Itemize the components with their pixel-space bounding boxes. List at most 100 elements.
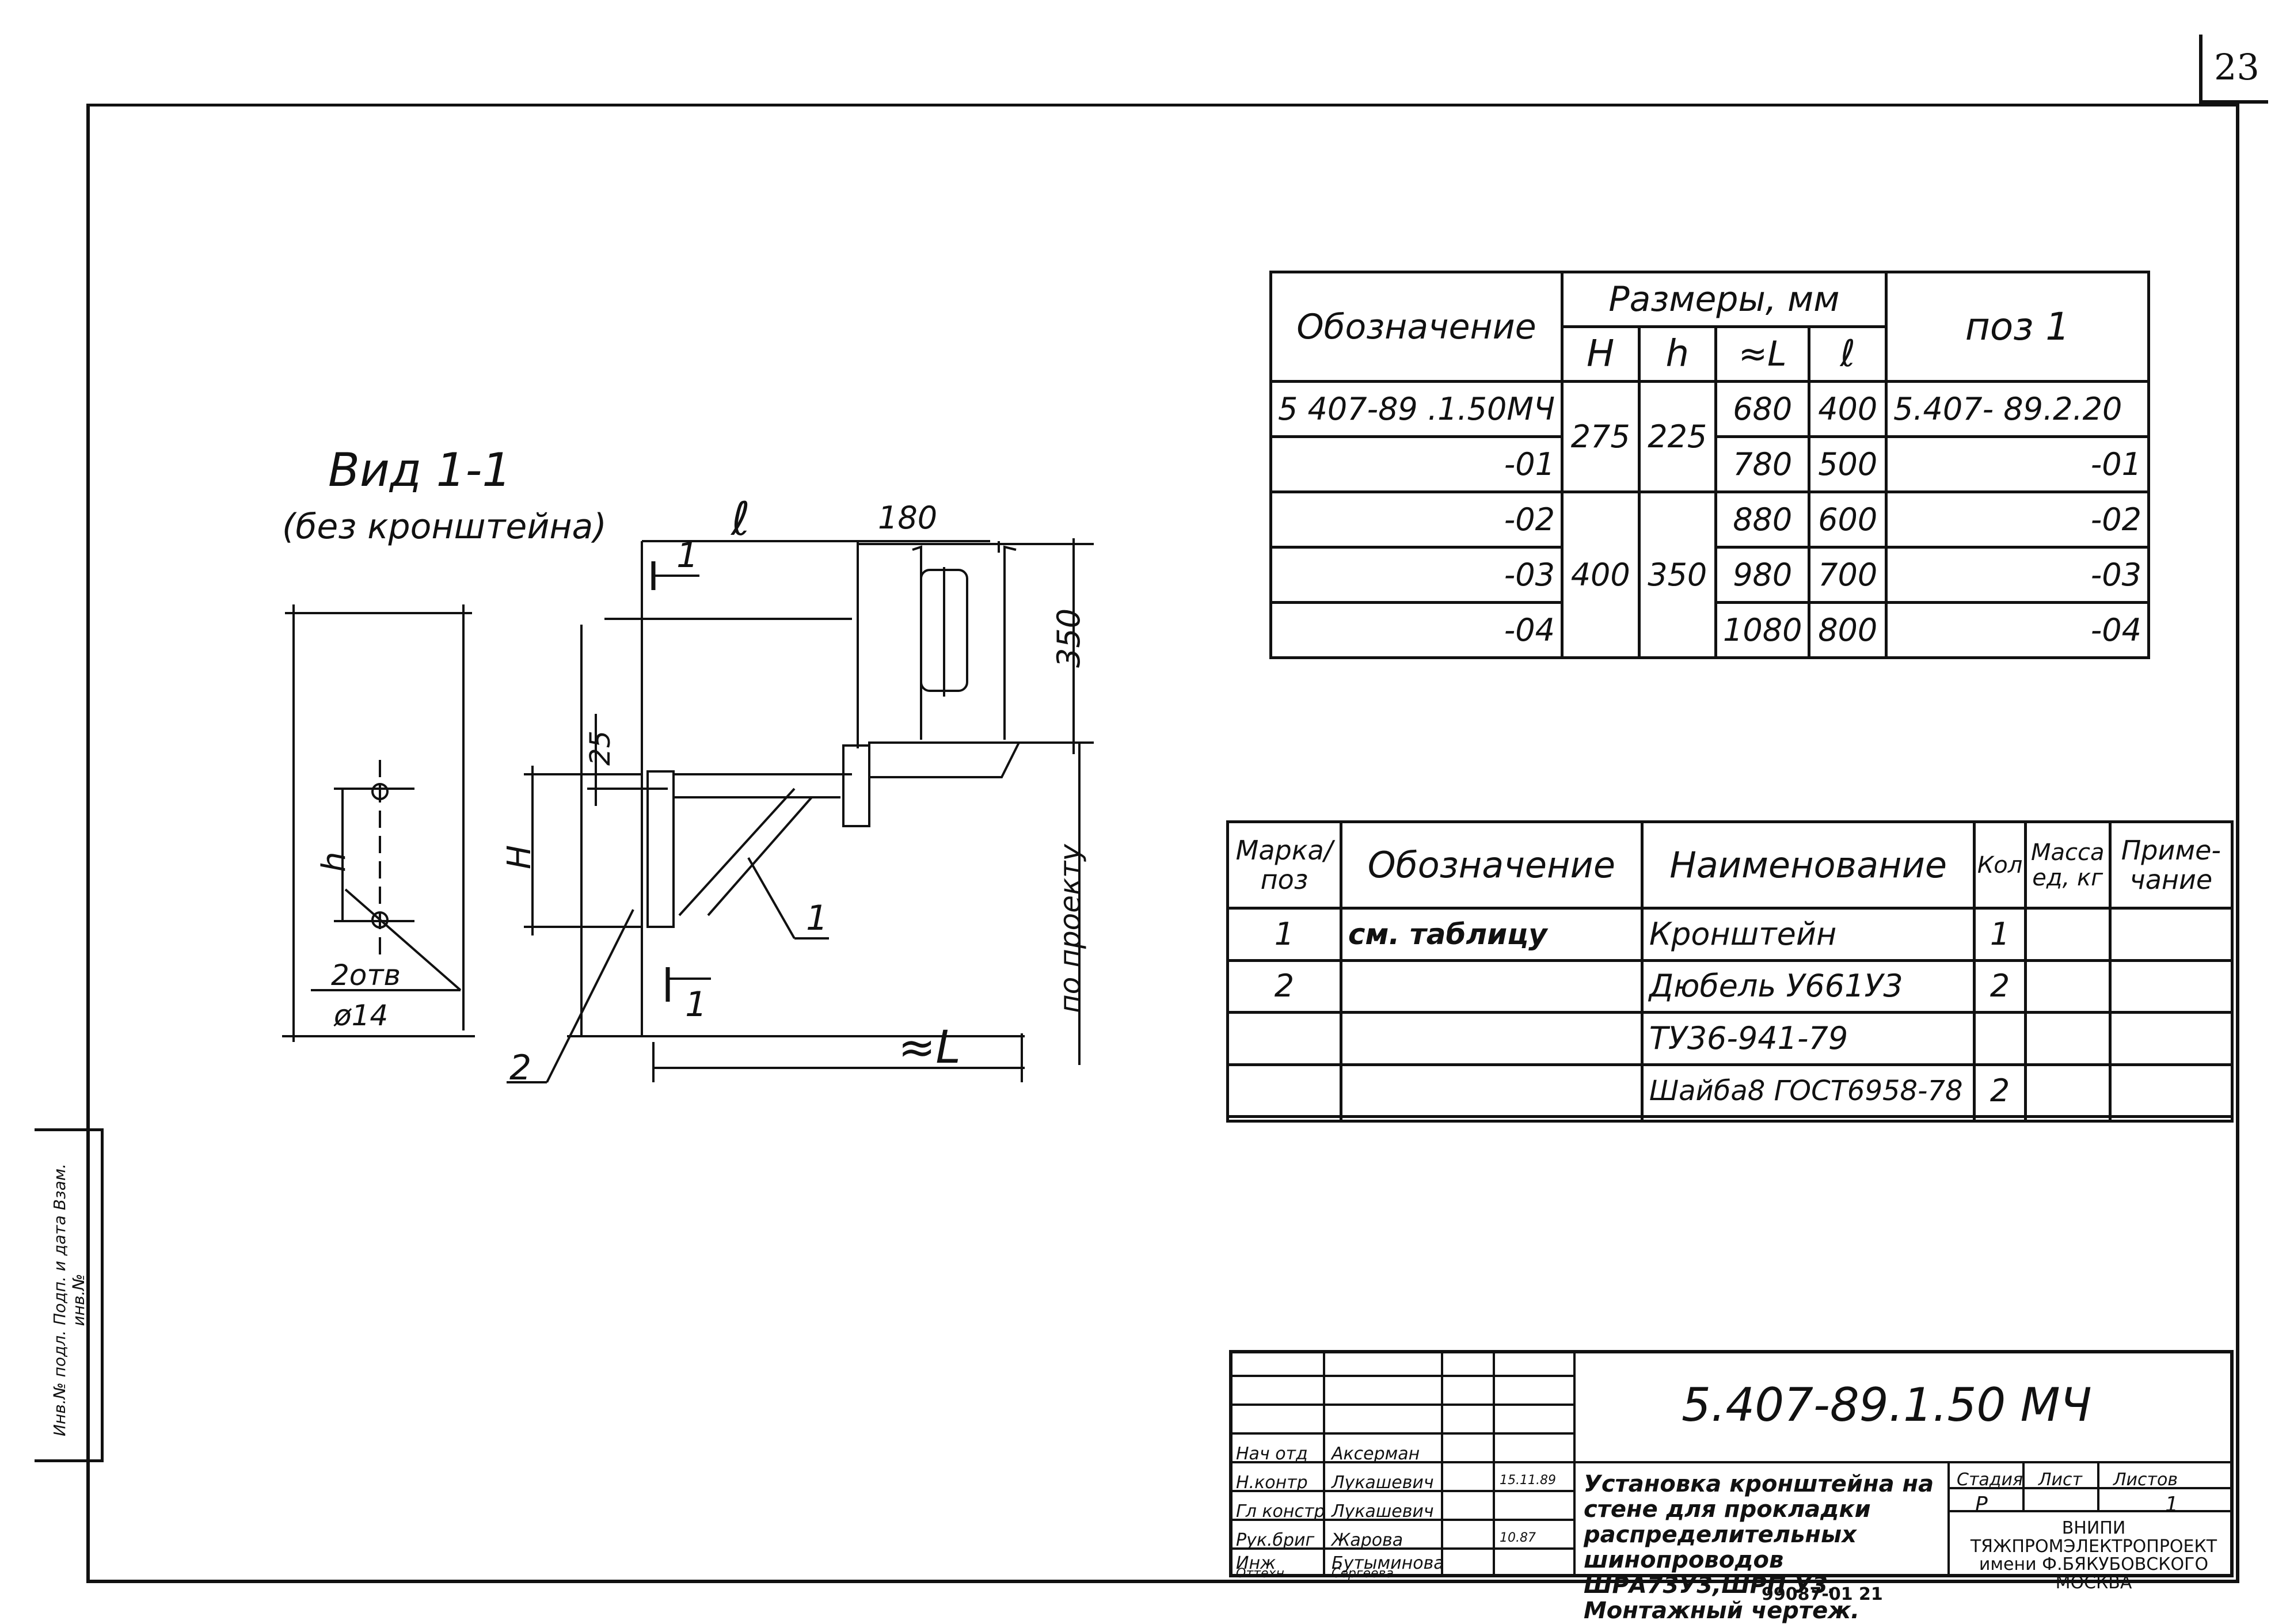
section-top-label: 1 — [676, 535, 699, 576]
sheet-frame — [86, 104, 2239, 1583]
spec-cell — [1226, 1011, 1342, 1066]
dims-cell: 600 — [1808, 490, 1888, 549]
dims-cell: 880 — [1714, 490, 1811, 549]
spec-cell: см. таблицу — [1339, 907, 1644, 962]
spec-cell: 1 — [1973, 907, 2027, 962]
dim-h-label: h — [315, 851, 353, 873]
dims-cell: 5 407-89 .1.50МЧ — [1269, 380, 1564, 438]
table-row: -03 980 700 -03 — [1269, 546, 2150, 604]
table-row: 1 см. таблицу Кронштейн 1 — [1226, 907, 2234, 962]
dims-cell: 275 — [1560, 380, 1641, 493]
spec-header-name: Наименование — [1640, 820, 1976, 910]
dims-cell: -01 — [1885, 435, 2150, 493]
dims-cell: -03 — [1269, 546, 1564, 604]
dims-cell: 400 — [1808, 380, 1888, 438]
spec-cell — [2023, 959, 2112, 1014]
page-number-box: 23 — [2199, 35, 2268, 104]
spec-cell: ТУ36-941-79 — [1640, 1011, 1976, 1066]
table-row: -02 400 350 880 600 -02 — [1269, 490, 2150, 659]
spec-cell — [2023, 1011, 2112, 1066]
spec-cell: 2 — [1226, 959, 1342, 1014]
dims-cell: -04 — [1269, 601, 1564, 659]
spec-cell — [1640, 1115, 1976, 1123]
pos2-label: 2 — [509, 1048, 532, 1088]
dim-l-label: ℓ — [731, 492, 751, 546]
dims-sub-h: h — [1637, 325, 1718, 383]
specification-table: Марка/ поз Обозначение Наименование Кол … — [1226, 820, 2234, 1123]
title-code: 5.407-89.1.50 МЧ — [1682, 1378, 2092, 1432]
spec-header-mark: Марка/ поз — [1226, 820, 1342, 910]
dim-180-label: 180 — [878, 500, 938, 536]
role-2: Гл констр — [1236, 1501, 1325, 1522]
spec-header-qty: Кол — [1973, 820, 2027, 910]
dims-cell: 800 — [1808, 601, 1888, 659]
dims-cell: -03 — [1885, 546, 2150, 604]
dim-L-label: ≈L — [898, 1022, 961, 1074]
spec-cell — [2023, 907, 2112, 962]
dims-header-designation: Обозначение — [1269, 271, 1564, 383]
spec-cell: Шайба8 ГОСТ6958-78 — [1640, 1063, 1976, 1119]
dims-cell: 225 — [1637, 380, 1718, 493]
dims-cell: -04 — [1885, 601, 2150, 659]
spec-header-note: Приме- чание — [2108, 820, 2234, 910]
dim-25-label: 25 — [584, 730, 617, 766]
spec-cell: 2 — [1973, 959, 2027, 1014]
pos1-label: 1 — [806, 898, 828, 938]
section-bottom-label: 1 — [685, 984, 707, 1025]
name-5: Сергеева — [1332, 1566, 1394, 1581]
dims-cell: 400 — [1560, 490, 1641, 659]
dims-cell: 350 — [1637, 490, 1718, 659]
dims-sub-l: ℓ — [1808, 325, 1888, 383]
spec-cell — [2108, 1011, 2234, 1066]
holes-label: 2отв — [331, 959, 401, 992]
dims-sub-L: ≈L — [1714, 325, 1811, 383]
spec-cell — [1973, 1011, 2027, 1066]
dims-cell: 980 — [1714, 546, 1811, 604]
spec-cell — [1339, 1011, 1644, 1066]
table-row — [1226, 1115, 2234, 1123]
role-5: Оттехн — [1236, 1566, 1284, 1581]
dims-header-sizes: Размеры, мм — [1560, 271, 1888, 328]
table-row: ТУ36-941-79 — [1226, 1011, 2234, 1066]
spec-cell — [1973, 1115, 2027, 1123]
dims-cell: 500 — [1808, 435, 1888, 493]
spec-cell: 2 — [1973, 1063, 2027, 1119]
date-1: 10.87 — [1500, 1531, 1536, 1545]
name-2: Лукашевич — [1332, 1501, 1434, 1522]
page-number: 23 — [2214, 46, 2259, 88]
dim-H-label: H — [501, 845, 538, 869]
dims-cell: -02 — [1885, 490, 2150, 549]
table-row: Шайба8 ГОСТ6958-78 2 — [1226, 1063, 2234, 1119]
organization: ВНИПИ ТЯЖПРОМЭЛЕКТРОПРОЕКТ имени Ф.БЯКУБ… — [1970, 1518, 2217, 1593]
dims-cell: 680 — [1714, 380, 1811, 438]
table-row: 2 Дюбель У661У3 2 — [1226, 959, 2234, 1014]
sheets-label: Листов — [2113, 1470, 2178, 1490]
dims-cell: -02 — [1269, 490, 1564, 549]
dimensions-table: Обозначение Размеры, мм поз 1 H h ≈L ℓ 5… — [1269, 271, 2150, 659]
name-4: Бутыминова — [1332, 1553, 1444, 1573]
spec-cell — [1226, 1063, 1342, 1119]
name-0: Аксерман — [1332, 1444, 1420, 1464]
name-1: Лукашевич — [1332, 1473, 1434, 1493]
dims-cell: 1080 — [1714, 601, 1811, 659]
dims-sub-H: H — [1560, 325, 1641, 383]
sheets-value: 1 — [2165, 1493, 2178, 1516]
spec-cell — [1226, 1115, 1342, 1123]
spec-cell — [1339, 1115, 1644, 1123]
spec-header-designation: Обозначение — [1339, 820, 1644, 910]
dim-350-label: 350 — [1051, 608, 1087, 668]
role-3: Рук.бриг — [1236, 1530, 1315, 1550]
spec-cell — [2108, 1115, 2234, 1123]
title-block: 5.407-89.1.50 МЧ Нач отд Н.контр Гл конс… — [1229, 1350, 2234, 1623]
sheet-label: Лист — [2038, 1470, 2083, 1490]
by-project-label: по проекту — [1053, 844, 1087, 1013]
stage-value: Р — [1975, 1493, 1988, 1516]
diameter-label: ø14 — [334, 999, 389, 1032]
dims-cell: 5.407- 89.2.20 — [1885, 380, 2150, 438]
view-title: Вид 1-1 — [328, 443, 512, 497]
spec-cell — [2108, 959, 2234, 1014]
role-4: Инж — [1236, 1553, 1276, 1573]
table-row: -01 780 500 -01 — [1269, 435, 2150, 493]
spec-cell: Дюбель У661У3 — [1640, 959, 1976, 1014]
dims-cell: -01 — [1269, 435, 1564, 493]
